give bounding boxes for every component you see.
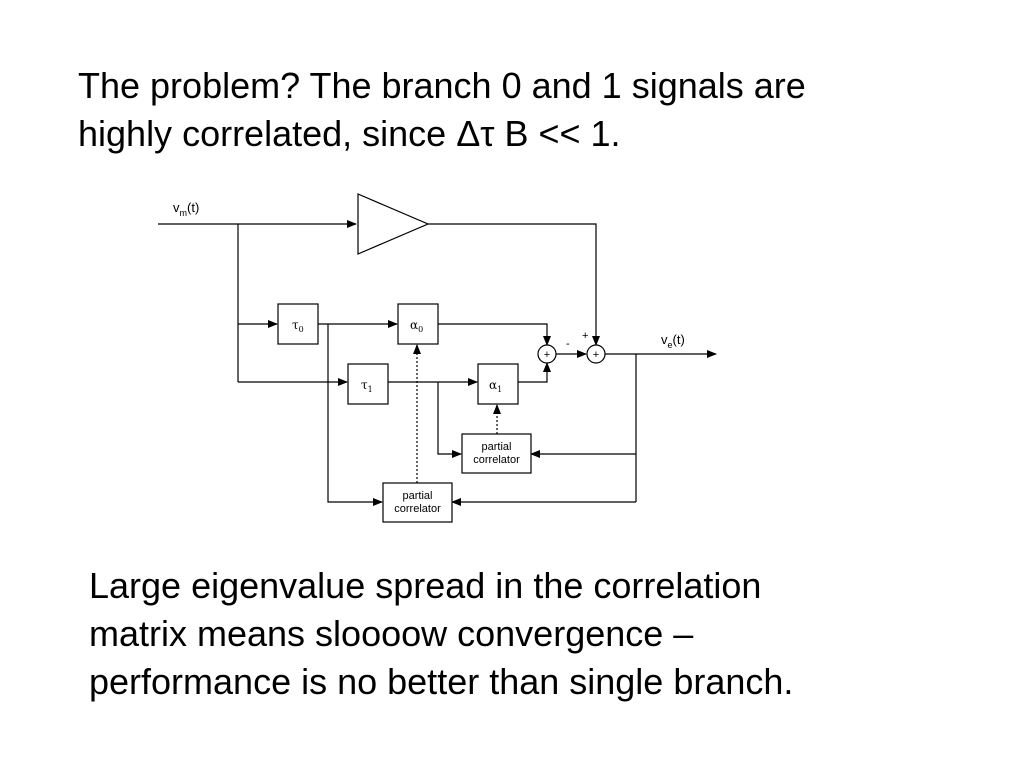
delay-tau1-box — [347, 363, 389, 405]
delay-tau0-label: τ0 — [292, 318, 304, 334]
adder-output-sum-symbol: + — [593, 349, 599, 361]
weight-alpha0-label: α0 — [410, 318, 423, 334]
partial-correlator-1-box — [461, 433, 532, 474]
amplifier-triangle — [357, 193, 430, 255]
output-signal-label: ve(t) — [661, 332, 685, 350]
alpha0-to-adder-wire — [438, 323, 551, 346]
adder-branch-sum-symbol: + — [544, 349, 550, 361]
slide-text-top: The problem? The branch 0 and 1 signals … — [78, 65, 806, 154]
weight-alpha1-box — [477, 363, 519, 405]
delay-tau1-label: τ1 — [361, 378, 373, 394]
branch0-to-correlator0-wire — [327, 324, 383, 506]
input-signal-label: vm(t) — [173, 200, 199, 218]
partial-correlator-0-box — [382, 482, 453, 523]
branch1-to-correlator1-wire — [437, 382, 462, 458]
slide-text-bottom: Large eigenvalue spread in the correlati… — [89, 565, 794, 702]
alpha1-to-adder-wire — [518, 362, 551, 383]
sign-plus-label: + — [582, 330, 588, 342]
sign-minus-label: - — [566, 338, 570, 350]
weight-alpha1-label: α1 — [489, 378, 502, 394]
amplifier-output-wire — [428, 223, 600, 346]
